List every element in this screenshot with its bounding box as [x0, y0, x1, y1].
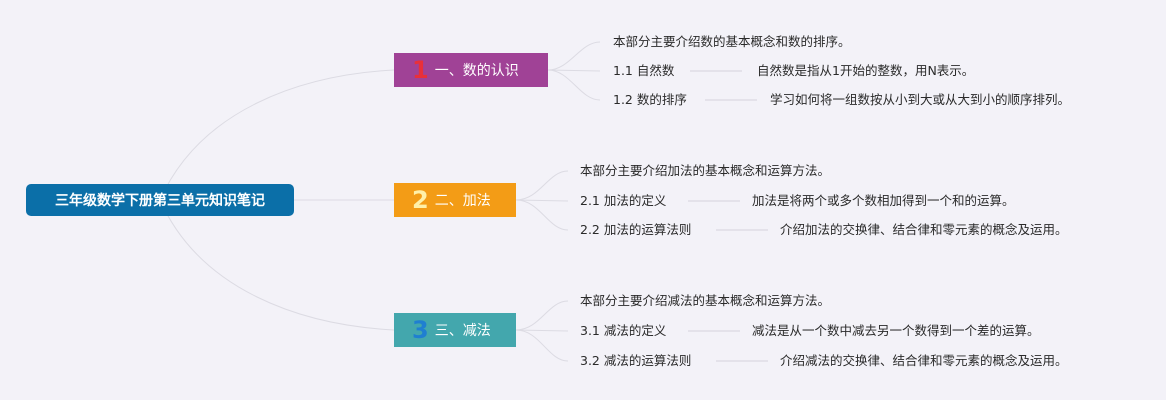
- branch-node-2[interactable]: 2 二、加法: [394, 183, 516, 217]
- branch-2-intro: 本部分主要介绍加法的基本概念和运算方法。: [580, 163, 831, 178]
- connector-root-branch-1: [159, 69, 395, 201]
- branch-1-label: 一、数的认识: [434, 63, 519, 79]
- branch-2-label: 二、加法: [434, 193, 491, 209]
- connector-b2-item1: [515, 199, 569, 202]
- connector-b3-item1: [515, 329, 569, 332]
- number-1-icon: 1: [412, 56, 429, 84]
- number-2-icon: 2: [412, 186, 429, 214]
- branch-3-item-2-title: 3.2 减法的运算法则: [580, 353, 692, 368]
- connector-b1-intro: [547, 41, 601, 71]
- connector-b3-intro: [515, 300, 569, 331]
- branch-2-item-1-desc: 加法是将两个或多个数相加得到一个和的运算。: [752, 193, 1015, 208]
- branch-1-item-2-title: 1.2 数的排序: [613, 92, 687, 107]
- branch-3-label: 三、减法: [434, 323, 491, 339]
- branch-2-item-2-desc: 介绍加法的交换律、结合律和零元素的概念及运用。: [780, 222, 1068, 237]
- branch-3-item-1-desc: 减法是从一个数中减去另一个数得到一个差的运算。: [752, 323, 1040, 338]
- branch-1-item-1-title: 1.1 自然数: [613, 63, 675, 78]
- connector-b2-item2: [515, 199, 569, 231]
- connector-root-branch-3: [159, 199, 395, 331]
- branch-node-1[interactable]: 1 一、数的认识: [394, 53, 548, 87]
- branch-1-item-1-desc: 自然数是指从1开始的整数，用N表示。: [757, 63, 975, 78]
- branch-node-3[interactable]: 3 三、减法: [394, 313, 516, 347]
- branch-1-item-2-desc: 学习如何将一组数按从小到大或从大到小的顺序排列。: [770, 92, 1071, 107]
- connector-b1-item1: [547, 69, 601, 72]
- connector-b2-intro: [515, 170, 569, 201]
- branch-1-intro: 本部分主要介绍数的基本概念和数的排序。: [613, 34, 851, 49]
- root-node[interactable]: 三年级数学下册第三单元知识笔记: [26, 184, 294, 216]
- branch-3-item-2-desc: 介绍减法的交换律、结合律和零元素的概念及运用。: [780, 353, 1068, 368]
- root-label: 三年级数学下册第三单元知识笔记: [55, 193, 265, 209]
- branch-3-item-1-title: 3.1 减法的定义: [580, 323, 667, 338]
- branch-2-item-1-title: 2.1 加法的定义: [580, 193, 667, 208]
- number-3-icon: 3: [412, 316, 429, 344]
- connector-b3-item2: [515, 329, 569, 362]
- branch-3-intro: 本部分主要介绍减法的基本概念和运算方法。: [580, 293, 831, 308]
- branch-2-item-2-title: 2.2 加法的运算法则: [580, 222, 692, 237]
- connector-b1-item2: [547, 69, 601, 101]
